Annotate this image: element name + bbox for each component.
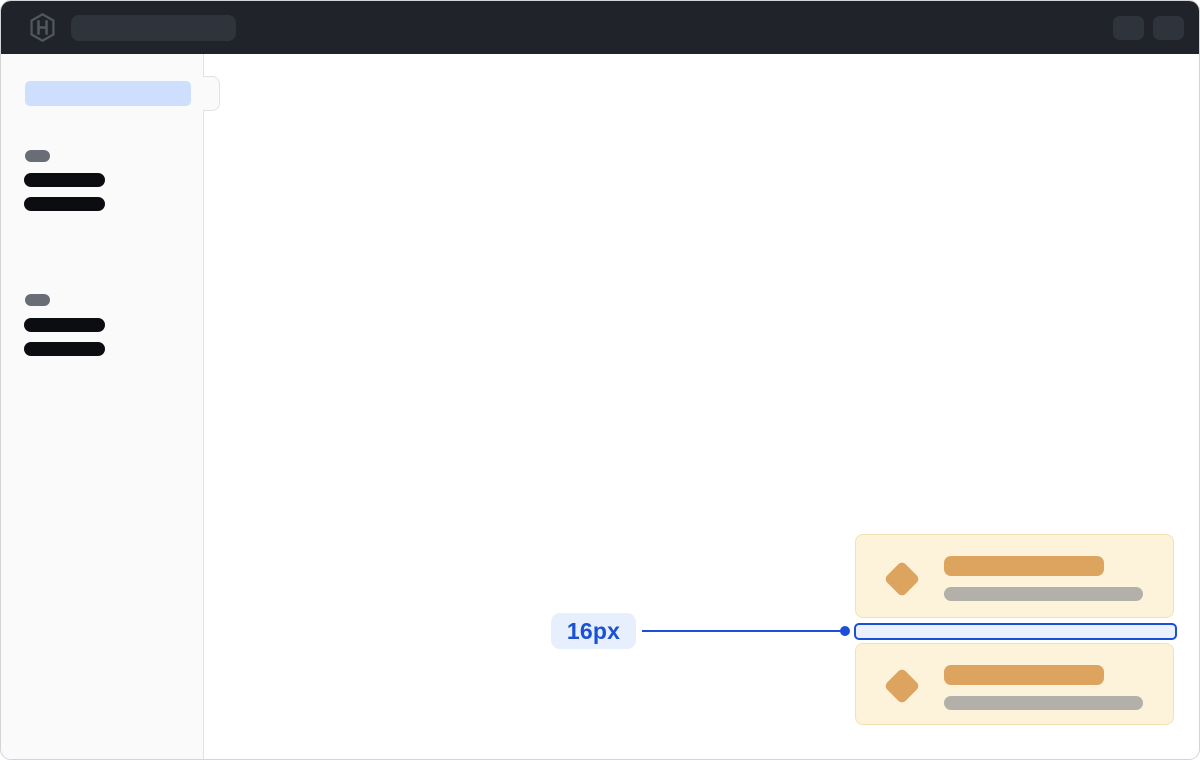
toast-title-placeholder: [944, 556, 1104, 576]
annotation-connector-dot: [840, 626, 850, 636]
warning-diamond-icon: [883, 560, 921, 598]
sidebar-collapse-handle[interactable]: [203, 76, 220, 111]
toast-title-placeholder: [944, 665, 1104, 685]
top-nav-bar: [1, 1, 1199, 54]
warning-diamond-icon: [883, 667, 921, 705]
annotation-connector-line: [642, 630, 841, 633]
sidebar-section-label: [25, 294, 50, 306]
sidebar-item[interactable]: [24, 342, 105, 356]
toast-text-placeholder: [944, 696, 1143, 710]
topbar-search-placeholder[interactable]: [71, 15, 236, 41]
topbar-button-help[interactable]: [1113, 16, 1144, 40]
topbar-button-user[interactable]: [1153, 16, 1184, 40]
sidebar-item[interactable]: [24, 197, 105, 211]
hashicorp-logo-icon[interactable]: [28, 12, 57, 43]
spacing-highlight-box: [854, 623, 1177, 640]
sidebar-section-label: [25, 150, 50, 162]
spacing-value-label: 16px: [551, 613, 636, 649]
sidebar: [1, 54, 204, 759]
sidebar-active-item[interactable]: [25, 81, 191, 106]
toast-card: [855, 534, 1174, 618]
sidebar-item[interactable]: [24, 318, 105, 332]
toast-card: [855, 643, 1174, 725]
toast-text-placeholder: [944, 587, 1143, 601]
sidebar-item[interactable]: [24, 173, 105, 187]
